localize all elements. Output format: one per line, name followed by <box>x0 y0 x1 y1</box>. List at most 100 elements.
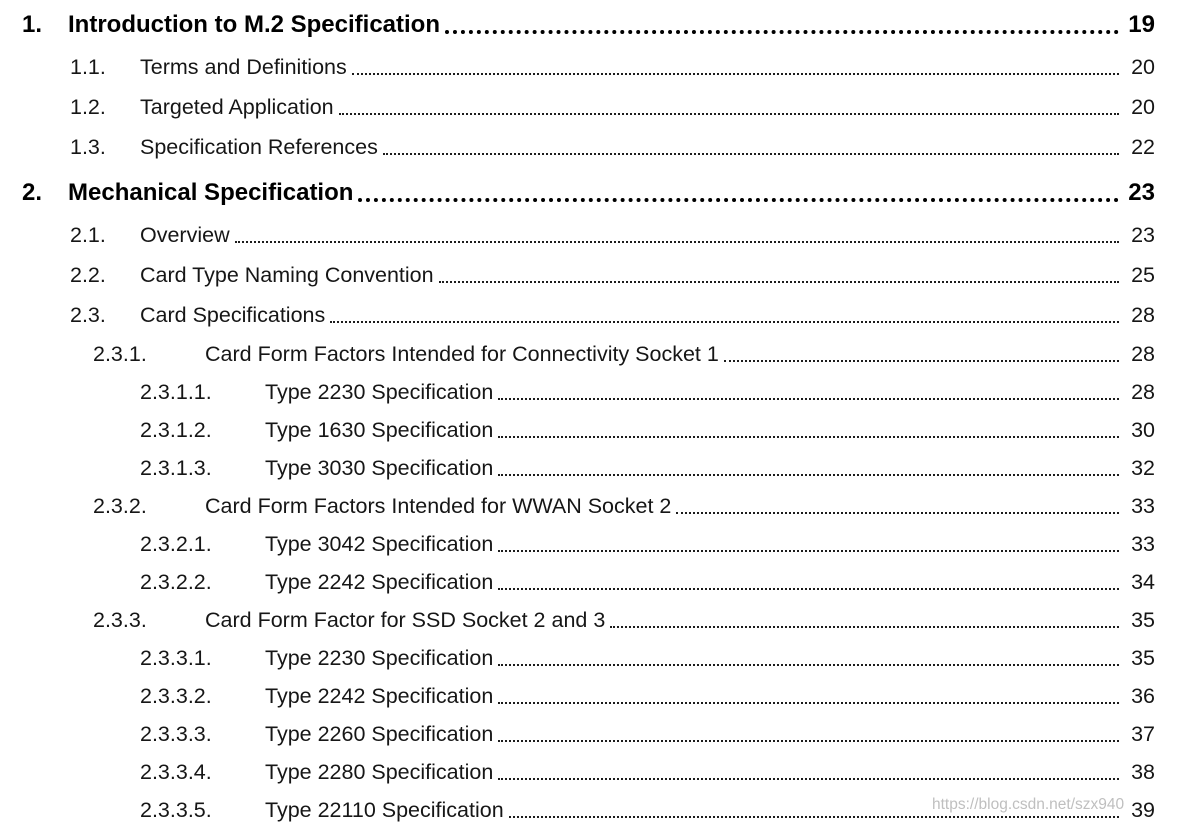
toc-entry-title: Type 2242 Specification <box>265 683 494 708</box>
toc-entry-page: 35 <box>1131 607 1155 632</box>
toc-entry-title: Card Type Naming Convention <box>140 262 434 287</box>
toc-entry[interactable]: 2.3.3.3. Type 2260 Specification 37 <box>0 715 1155 753</box>
toc-leader-dots <box>382 127 1120 167</box>
toc-entry[interactable]: 2.3.3.2. Type 2242 Specification 36 <box>0 677 1155 715</box>
toc-entry-number: 2.3.3.3. <box>140 721 212 746</box>
toc-entry[interactable]: 2.3.2.1. Type 3042 Specification 33 <box>0 525 1155 563</box>
toc-leader-dots <box>445 3 1119 47</box>
toc-entry-number: 2. <box>22 179 43 206</box>
toc-entry[interactable]: 2. Mechanical Specification 23 <box>0 171 1155 215</box>
toc-leader-dots <box>498 563 1119 601</box>
toc-leader-dots <box>438 255 1120 295</box>
toc-entry-number: 2.3. <box>70 302 106 327</box>
toc-entry-title: Introduction to M.2 Specification <box>68 11 440 38</box>
toc-entry[interactable]: 2.3.1.1. Type 2230 Specification 28 <box>0 373 1155 411</box>
toc-entry-title: Type 1630 Specification <box>265 417 494 442</box>
toc-entry-title: Specification References <box>140 134 378 159</box>
toc-entry-number: 2.3.3. <box>93 607 147 632</box>
toc-entry-page: 38 <box>1131 759 1155 784</box>
toc-entry-page: 28 <box>1131 379 1155 404</box>
toc-leader-dots <box>498 525 1119 563</box>
toc-entry-page: 20 <box>1131 54 1155 79</box>
toc-leader-dots <box>338 87 1120 127</box>
toc-entry-page: 28 <box>1131 341 1155 366</box>
toc-entry-title: Card Form Factors Intended for Connectiv… <box>205 341 719 366</box>
toc-leader-dots <box>498 449 1119 487</box>
toc-leader-dots <box>358 171 1119 215</box>
toc-entry-title: Type 3042 Specification <box>265 531 494 556</box>
toc-leader-dots <box>610 601 1119 639</box>
toc-entry-title: Card Form Factor for SSD Socket 2 and 3 <box>205 607 606 632</box>
toc-entry[interactable]: 2.3.2. Card Form Factors Intended for WW… <box>0 487 1155 525</box>
toc-entry-number: 1.2. <box>70 94 106 119</box>
toc-entry[interactable]: 2.3.3.4. Type 2280 Specification 38 <box>0 753 1155 791</box>
toc-entry-number: 2.3.2.1. <box>140 531 212 556</box>
toc-entry-page: 23 <box>1131 222 1155 247</box>
toc-entry-page: 19 <box>1128 11 1155 38</box>
toc-entry-title: Type 2230 Specification <box>265 379 494 404</box>
toc-entry-number: 2.3.3.5. <box>140 797 212 822</box>
toc-entry-title: Type 3030 Specification <box>265 455 494 480</box>
toc-entry-page: 30 <box>1131 417 1155 442</box>
toc-entry-page: 23 <box>1128 179 1155 206</box>
toc-entry-page: 36 <box>1131 683 1155 708</box>
toc-entry-title: Type 2260 Specification <box>265 721 494 746</box>
toc-entry[interactable]: 1.3. Specification References 22 <box>0 127 1155 167</box>
toc-entry-page: 33 <box>1131 531 1155 556</box>
toc-entry-page: 28 <box>1131 302 1155 327</box>
toc-entry-page: 20 <box>1131 94 1155 119</box>
toc-entry[interactable]: 2.3.2.2. Type 2242 Specification 34 <box>0 563 1155 601</box>
toc-entry-number: 2.3.3.1. <box>140 645 212 670</box>
toc-entry[interactable]: 2.3.3.5. Type 22110 Specification 39 <box>0 791 1155 829</box>
toc-entry-number: 2.3.3.4. <box>140 759 212 784</box>
toc-leader-dots <box>498 677 1119 715</box>
toc-entry[interactable]: 1.2. Targeted Application 20 <box>0 87 1155 127</box>
toc-entry[interactable]: 1.1. Terms and Definitions 20 <box>0 47 1155 87</box>
toc-leader-dots <box>508 791 1120 829</box>
toc-entry-title: Type 2242 Specification <box>265 569 494 594</box>
toc-entry-number: 2.3.1.2. <box>140 417 212 442</box>
toc-entry-number: 2.1. <box>70 222 106 247</box>
toc-entry[interactable]: 1. Introduction to M.2 Specification 19 <box>0 3 1155 47</box>
toc-entry-title: Targeted Application <box>140 94 334 119</box>
toc-entry-title: Terms and Definitions <box>140 54 347 79</box>
toc-entry[interactable]: 2.3.3. Card Form Factor for SSD Socket 2… <box>0 601 1155 639</box>
toc-entry[interactable]: 2.3.1.3. Type 3030 Specification 32 <box>0 449 1155 487</box>
toc-entry-title: Overview <box>140 222 230 247</box>
toc-entry-number: 2.3.2. <box>93 493 147 518</box>
toc-entry-title: Type 2230 Specification <box>265 645 494 670</box>
toc-entry-page: 33 <box>1131 493 1155 518</box>
toc-entry-number: 1.3. <box>70 134 106 159</box>
toc-entry-number: 2.3.3.2. <box>140 683 212 708</box>
toc-entry-number: 1.1. <box>70 54 106 79</box>
toc-leader-dots <box>676 487 1119 525</box>
toc-entry[interactable]: 2.3. Card Specifications 28 <box>0 295 1155 335</box>
toc-entry-page: 34 <box>1131 569 1155 594</box>
toc-leader-dots <box>498 715 1119 753</box>
toc-leader-dots <box>498 753 1119 791</box>
toc-leader-dots <box>234 215 1120 255</box>
toc-entry[interactable]: 2.3.1.2. Type 1630 Specification 30 <box>0 411 1155 449</box>
toc-entry-page: 32 <box>1131 455 1155 480</box>
toc-entry-page: 37 <box>1131 721 1155 746</box>
toc-entry-number: 2.3.2.2. <box>140 569 212 594</box>
toc-entry-page: 22 <box>1131 134 1155 159</box>
toc-entry-number: 2.3.1. <box>93 341 147 366</box>
toc-leader-dots <box>351 47 1120 87</box>
toc-entry-title: Card Form Factors Intended for WWAN Sock… <box>205 493 672 518</box>
toc-entry-number: 1. <box>22 11 43 38</box>
toc-entry-number: 2.2. <box>70 262 106 287</box>
toc-leader-dots <box>498 373 1119 411</box>
toc-entry[interactable]: 2.2. Card Type Naming Convention 25 <box>0 255 1155 295</box>
toc-entry[interactable]: 2.3.1. Card Form Factors Intended for Co… <box>0 335 1155 373</box>
toc-leader-dots <box>723 335 1120 373</box>
toc-entry-title: Type 2280 Specification <box>265 759 494 784</box>
toc-entry-title: Mechanical Specification <box>68 179 354 206</box>
watermark-url: https://blog.csdn.net/szx940 <box>932 796 1125 813</box>
toc-entry[interactable]: 2.1. Overview 23 <box>0 215 1155 255</box>
toc-leader-dots <box>498 411 1119 449</box>
toc-entry-number: 2.3.1.3. <box>140 455 212 480</box>
toc-entry[interactable]: 2.3.3.1. Type 2230 Specification 35 <box>0 639 1155 677</box>
toc-entry-number: 2.3.1.1. <box>140 379 212 404</box>
